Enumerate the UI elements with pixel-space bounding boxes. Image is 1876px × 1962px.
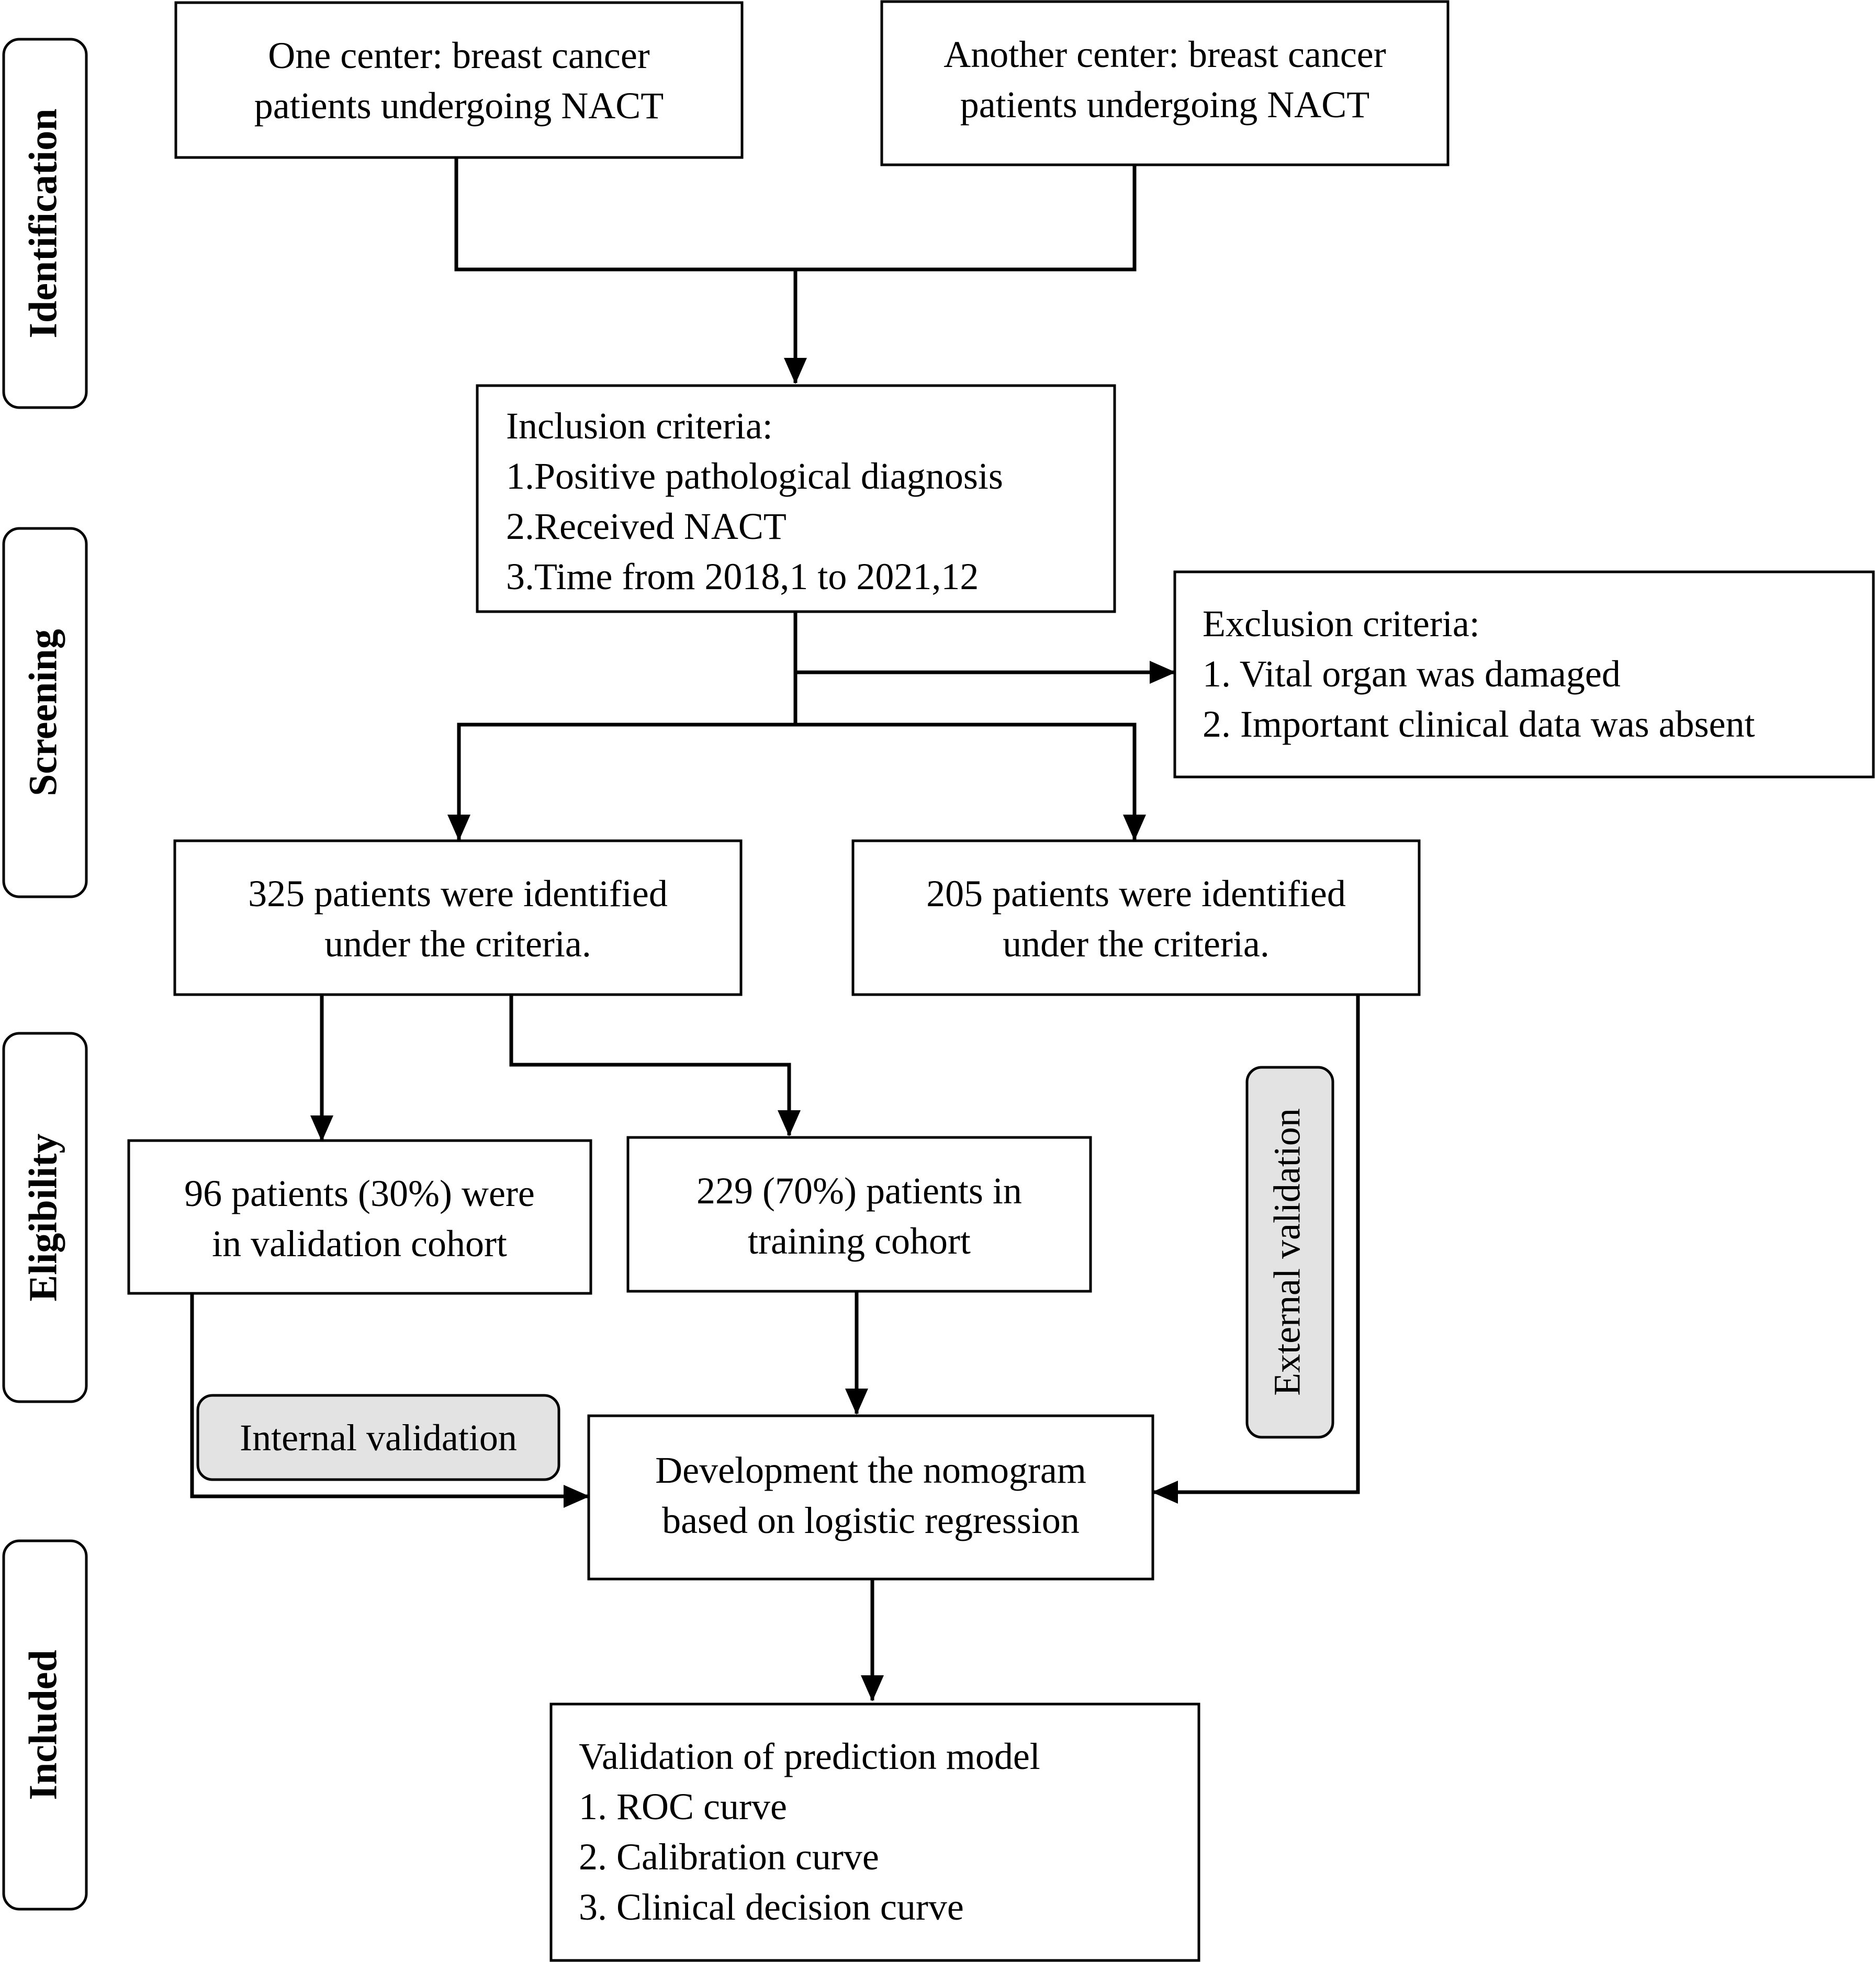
arrow-to-205 [795, 723, 1146, 841]
box-validation-cohort: 96 patients (30%) were in validation coh… [127, 1139, 592, 1295]
arrow-to-325 [447, 723, 795, 841]
training-cohort-line-2: training cohort [748, 1220, 971, 1262]
arrow-to-training-cohort [509, 992, 801, 1136]
connector-centers-merge [454, 157, 1137, 272]
nomogram-line-2: based on logistic regression [662, 1499, 1080, 1541]
stage-eligibility-label: Eligibility [21, 1134, 65, 1302]
internal-validation-label: Internal validation [240, 1417, 517, 1459]
stage-identification: Identification [2, 38, 88, 409]
tag-internal-validation: Internal validation [196, 1394, 560, 1481]
inclusion-line-3: 2.Received NACT [506, 505, 787, 547]
box-identified-205: 205 patients were identified under the c… [851, 839, 1421, 996]
stage-included-label: Included [21, 1650, 65, 1800]
exclusion-line-1: Exclusion criteria: [1203, 603, 1480, 645]
model-validation-line-2: 1. ROC curve [579, 1786, 787, 1828]
stage-eligibility: Eligibility [2, 1032, 88, 1403]
connectors [190, 157, 1360, 1701]
identified-325-line-1: 325 patients were identified [248, 873, 668, 915]
exclusion-line-2: 1. Vital organ was damaged [1203, 653, 1621, 695]
identified-205-line-2: under the criteria. [1003, 923, 1270, 965]
training-cohort-line-1: 229 (70%) patients in [697, 1170, 1022, 1212]
center-one-line-1: One center: breast cancer [268, 35, 650, 76]
box-center-one: One center: breast cancer patients under… [174, 1, 744, 159]
stage-screening: Screening [2, 527, 88, 898]
inclusion-line-2: 1.Positive pathological diagnosis [506, 455, 1003, 497]
center-two-line-1: Another center: breast cancer [943, 33, 1386, 75]
box-model-validation: Validation of prediction model 1. ROC cu… [549, 1702, 1200, 1962]
model-validation-line-3: 2. Calibration curve [579, 1836, 879, 1878]
tag-external-validation: External validation [1245, 1066, 1334, 1439]
arrow-external-validation [1152, 995, 1360, 1504]
arrow-internal-validation [190, 1292, 590, 1508]
box-identified-325: 325 patients were identified under the c… [173, 839, 743, 996]
box-center-two: Another center: breast cancer patients u… [880, 0, 1450, 166]
box-inclusion-criteria: Inclusion criteria: 1.Positive pathologi… [476, 384, 1116, 613]
identified-205-line-1: 205 patients were identified [926, 873, 1346, 915]
stage-included: Included [2, 1539, 88, 1911]
model-validation-line-1: Validation of prediction model [579, 1735, 1040, 1777]
inclusion-line-1: Inclusion criteria: [506, 405, 773, 447]
inclusion-line-4: 3.Time from 2018,1 to 2021,12 [506, 556, 979, 597]
external-validation-label: External validation [1266, 1108, 1308, 1396]
stage-identification-label: Identification [21, 108, 65, 338]
box-training-cohort: 229 (70%) patients in training cohort [626, 1136, 1092, 1293]
validation-cohort-line-1: 96 patients (30%) were [184, 1172, 535, 1214]
nomogram-line-1: Development the nomogram [655, 1449, 1086, 1491]
box-nomogram: Development the nomogram based on logist… [587, 1414, 1154, 1581]
exclusion-line-3: 2. Important clinical data was absent [1203, 703, 1755, 745]
identified-325-line-2: under the criteria. [324, 923, 591, 965]
stage-screening-label: Screening [21, 629, 65, 796]
model-validation-line-4: 3. Clinical decision curve [579, 1886, 964, 1928]
center-two-line-2: patients undergoing NACT [960, 84, 1370, 126]
validation-cohort-line-2: in validation cohort [212, 1223, 507, 1265]
box-exclusion-criteria: Exclusion criteria: 1. Vital organ was d… [1173, 570, 1875, 779]
center-one-line-2: patients undergoing NACT [254, 85, 664, 127]
